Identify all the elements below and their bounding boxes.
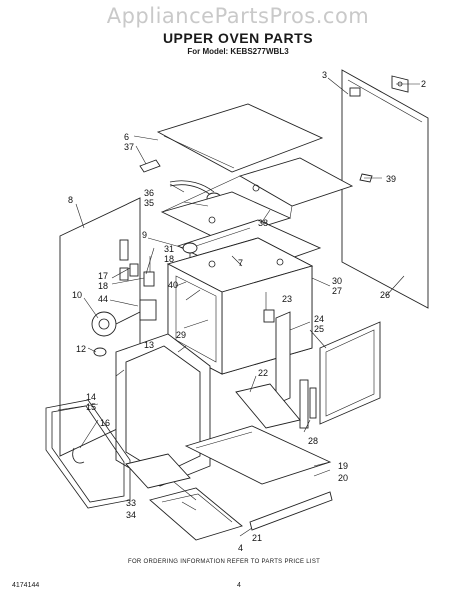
callout-40: 40 — [168, 280, 178, 290]
callout-37: 37 — [124, 142, 134, 152]
part-rail — [235, 383, 301, 429]
callout-8: 8 — [68, 195, 73, 205]
callout-28: 28 — [308, 436, 318, 446]
callout-18-right: 18 — [164, 254, 174, 264]
watermark: AppliancePartsPros.com — [106, 4, 370, 28]
callout-7: 7 — [238, 258, 243, 268]
callout-35: 35 — [144, 198, 154, 208]
part-rear-panel — [341, 69, 429, 309]
callout-39: 39 — [386, 174, 396, 184]
page-number: 4 — [237, 582, 241, 589]
part-door-frame — [115, 333, 211, 487]
callout-13: 13 — [144, 340, 154, 350]
callout-16: 16 — [100, 418, 110, 428]
callout-33: 33 — [126, 498, 136, 508]
part-right-channel — [275, 311, 291, 405]
callout-27: 27 — [332, 286, 342, 296]
leader-lines — [57, 77, 420, 537]
callout-25: 25 — [314, 324, 324, 334]
callout-15: 15 — [86, 402, 96, 412]
callout-9: 9 — [142, 230, 147, 240]
callout-31: 31 — [164, 244, 174, 254]
callout-22: 22 — [258, 368, 268, 378]
callout-18-left: 18 — [98, 281, 108, 291]
callout-17: 17 — [98, 271, 108, 281]
part-hinge — [299, 379, 317, 429]
callout-10: 10 — [72, 290, 82, 300]
part-switch-pair — [129, 263, 155, 287]
page-title: UPPER OVEN PARTS — [162, 30, 314, 46]
part-kick-plate — [149, 487, 333, 541]
callout-38: 38 — [258, 218, 268, 228]
callout-30: 30 — [332, 276, 342, 286]
callout-26: 26 — [380, 290, 390, 300]
callout-14: 14 — [86, 392, 96, 402]
document-number: 4174144 — [12, 582, 40, 589]
model-line: For Model: KEBS277WBL3 — [187, 47, 289, 56]
part-top-clip — [139, 159, 161, 173]
callout-19: 19 — [338, 461, 348, 471]
part-top-panel — [156, 103, 324, 173]
part-trim — [125, 453, 191, 489]
callout-24: 24 — [314, 314, 324, 324]
callout-34: 34 — [126, 510, 136, 520]
part-side-panel-25 — [319, 321, 381, 425]
callout-4: 4 — [238, 543, 243, 553]
callout-29: 29 — [176, 330, 186, 340]
callout-6: 6 — [124, 132, 129, 142]
callout-labels: 2 3 4 6 7 8 9 10 12 13 14 15 16 17 18 18… — [68, 70, 426, 553]
callout-2: 2 — [421, 79, 426, 89]
part-cavity-bracket — [263, 309, 275, 323]
callout-20: 20 — [338, 473, 348, 483]
part-hinge-pin — [72, 447, 85, 464]
callout-12: 12 — [76, 344, 86, 354]
callout-23: 23 — [282, 294, 292, 304]
callout-44: 44 — [98, 294, 108, 304]
callout-3: 3 — [322, 70, 327, 80]
ordering-note: FOR ORDERING INFORMATION REFER TO PARTS … — [128, 559, 321, 565]
callout-36: 36 — [144, 188, 154, 198]
callout-21: 21 — [252, 533, 262, 543]
